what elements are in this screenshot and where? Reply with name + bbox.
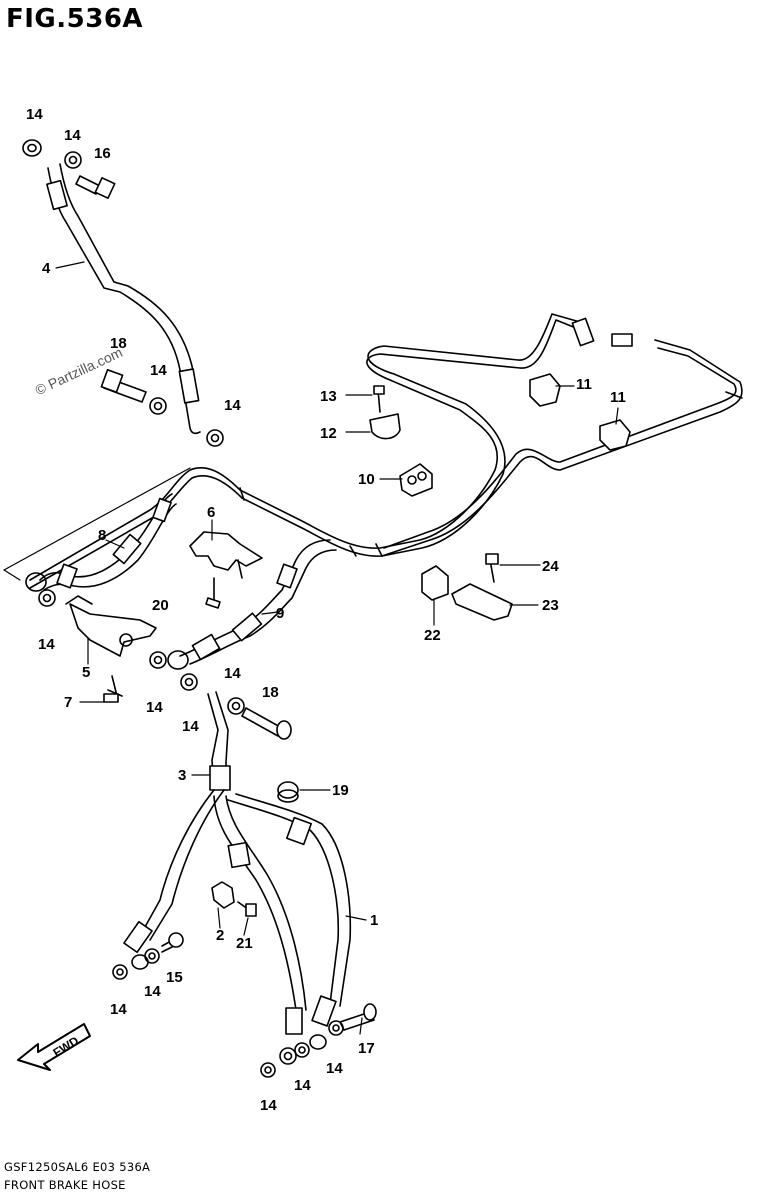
brake-hose-3 (123, 691, 352, 1050)
callout-11: 11 (610, 389, 626, 406)
brake-hose-4 (46, 163, 201, 435)
union-bolt-icon (75, 175, 147, 403)
union-bolt-icon (161, 707, 377, 1031)
washer-icon (149, 651, 245, 715)
callout-14: 14 (224, 665, 241, 682)
callout-14: 14 (182, 718, 199, 735)
callout-14: 14 (144, 983, 161, 1000)
callout-14: 14 (38, 636, 55, 653)
callout-19: 19 (332, 782, 349, 799)
washer-icon (22, 139, 224, 447)
callout-11: 11 (576, 376, 592, 393)
figure-caption: FRONT BRAKE HOSE (4, 1178, 126, 1192)
pipe-holder-11 (529, 373, 631, 451)
callout-4: 4 (42, 260, 51, 277)
callout-10: 10 (358, 471, 375, 488)
brake-pipe-assembly (29, 313, 743, 589)
callout-22: 22 (424, 627, 441, 644)
callout-2: 2 (216, 927, 224, 944)
callout-20: 20 (152, 597, 169, 614)
callout-14: 14 (326, 1060, 343, 1077)
callout-14: 14 (64, 127, 81, 144)
callout-14: 14 (150, 362, 167, 379)
callout-5: 5 (82, 664, 90, 681)
figure-title: FIG.536A (6, 4, 144, 34)
callout-14: 14 (110, 1001, 127, 1018)
callout-17: 17 (358, 1040, 375, 1057)
callout-16: 16 (94, 145, 111, 162)
washer-icon (38, 589, 56, 607)
callout-18: 18 (262, 684, 279, 701)
pipe-holder-22-23 (421, 553, 513, 621)
callout-12: 12 (320, 425, 337, 442)
callout-21: 21 (236, 935, 253, 952)
pipe-clamp-12 (369, 385, 401, 440)
callout-14: 14 (260, 1097, 277, 1114)
callout-23: 23 (542, 597, 559, 614)
callout-8: 8 (98, 527, 106, 544)
callout-14: 14 (26, 106, 43, 123)
callout-14: 14 (224, 397, 241, 414)
callout-13: 13 (320, 388, 337, 405)
callout-9: 9 (276, 605, 284, 622)
callout-15: 15 (166, 969, 183, 986)
callout-24: 24 (542, 558, 559, 575)
callout-18: 18 (110, 335, 127, 352)
callout-3: 3 (178, 767, 186, 784)
washer-icon (112, 948, 344, 1078)
hose-clamp-19 (277, 781, 299, 803)
callout-6: 6 (207, 504, 215, 521)
callout-14: 14 (146, 699, 163, 716)
bracket-2 (211, 881, 257, 917)
bracket-6 (189, 531, 263, 609)
callout-7: 7 (64, 694, 72, 711)
brake-hose-8 (25, 493, 177, 592)
callout-1: 1 (370, 912, 378, 929)
pipe-holder-10 (399, 463, 433, 497)
figure-code: GSF1250SAL6 E03 536A (4, 1160, 151, 1174)
forward-arrow-icon (17, 1023, 91, 1071)
brake-hose-9 (167, 539, 337, 670)
leader-lines (3, 261, 619, 1035)
bracket-5 (65, 595, 157, 703)
callout-14: 14 (294, 1077, 311, 1094)
